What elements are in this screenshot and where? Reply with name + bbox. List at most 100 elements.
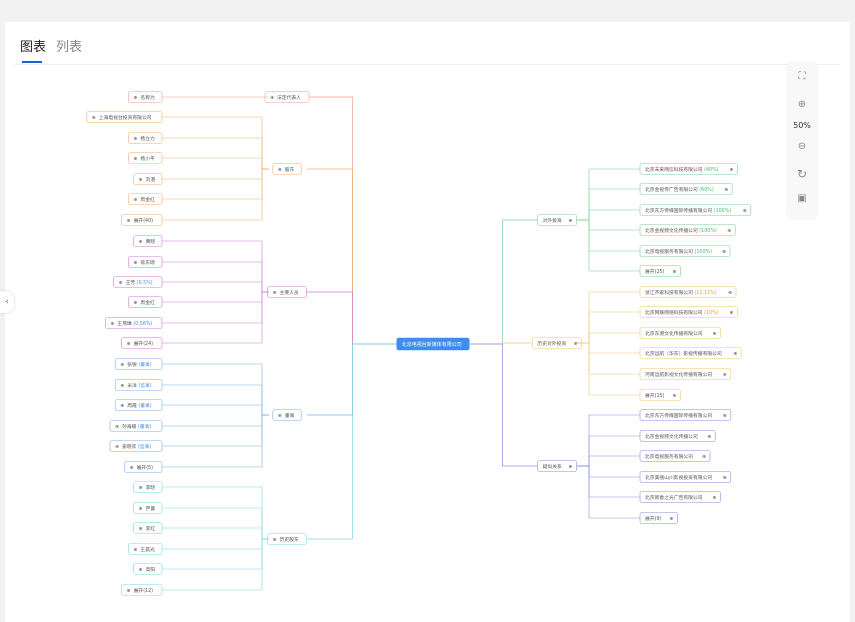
right-leaf-node[interactable]: 北京金视频文化传播公司 (100%)⊕ bbox=[639, 224, 736, 236]
left-leaf-node[interactable]: ⊕展开(40) bbox=[121, 214, 163, 226]
root-company-node[interactable]: 北京电视台新媒体有限公司 bbox=[396, 337, 470, 351]
expand-icon[interactable]: ⊕ bbox=[133, 301, 137, 306]
left-leaf-node[interactable]: ⊕李红 bbox=[133, 522, 163, 534]
expand-icon[interactable]: ⊕ bbox=[712, 332, 716, 337]
expand-icon[interactable]: ⊕ bbox=[278, 414, 282, 419]
right-leaf-node[interactable]: 展开(9)⊕ bbox=[639, 512, 678, 524]
left-leaf-node[interactable]: ⊕杨立力 bbox=[128, 132, 163, 144]
expand-icon[interactable]: ⊕ bbox=[133, 157, 137, 162]
expand-icon[interactable]: ⊕ bbox=[119, 281, 123, 286]
expand-icon[interactable]: ⊕ bbox=[133, 96, 137, 101]
expand-icon[interactable]: ⊕ bbox=[669, 517, 673, 522]
left-leaf-node[interactable]: ⊕周金红 bbox=[128, 296, 163, 308]
right-leaf-node[interactable]: 展开(15)⊕ bbox=[639, 389, 681, 401]
expand-icon[interactable]: ⊕ bbox=[115, 425, 119, 430]
zoom-out-icon[interactable]: ⊖ bbox=[797, 141, 807, 152]
expand-icon[interactable]: ⊕ bbox=[723, 373, 727, 378]
right-leaf-node[interactable]: 北京远航（华东）影视传播有限公司⊕ bbox=[639, 347, 742, 359]
expand-icon[interactable]: ⊕ bbox=[139, 507, 143, 512]
expand-icon[interactable]: ⊕ bbox=[130, 466, 134, 471]
expand-icon[interactable]: ⊕ bbox=[127, 342, 131, 347]
left-leaf-node[interactable]: ⊕孙海楠 (董事) bbox=[109, 420, 163, 432]
left-leaf-node[interactable]: ⊕展开(24) bbox=[121, 337, 163, 349]
expand-icon[interactable]: ⊕ bbox=[120, 384, 124, 389]
expand-icon[interactable]: ⊕ bbox=[133, 137, 137, 142]
left-leaf-node[interactable]: ⊕米洋 (监事) bbox=[114, 379, 163, 391]
left-leaf-node[interactable]: ⊕展开(12) bbox=[121, 584, 163, 596]
right-leaf-node[interactable]: 北京东方传媒国际传播有限公司 (100%)⊕ bbox=[639, 204, 752, 216]
expand-icon[interactable]: ⊕ bbox=[139, 527, 143, 532]
expand-icon[interactable]: ⊕ bbox=[568, 219, 572, 224]
left-leaf-node[interactable]: ⊕高阳 bbox=[133, 563, 163, 575]
expand-icon[interactable]: ⊕ bbox=[92, 116, 96, 121]
right-leaf-node[interactable]: 北京电视服务有限公司 (100%)⊕ bbox=[639, 245, 731, 257]
left-leaf-node[interactable]: ⊕上海电视台投资有限公司 bbox=[86, 111, 163, 123]
left-leaf-node[interactable]: ⊕周霞 (董事) bbox=[114, 399, 163, 411]
expand-icon[interactable]: ⊕ bbox=[568, 465, 572, 470]
left-leaf-node[interactable]: ⊕展开(5) bbox=[124, 461, 163, 473]
expand-icon[interactable]: ⊕ bbox=[127, 589, 131, 594]
right-leaf-node[interactable]: 北京东方传媒国际传播有限公司⊕ bbox=[639, 409, 732, 421]
expand-icon[interactable]: ⊕ bbox=[139, 486, 143, 491]
expand-icon[interactable]: ⊕ bbox=[133, 198, 137, 203]
expand-icon[interactable]: ⊕ bbox=[702, 455, 706, 460]
right-leaf-node[interactable]: 北京未来网信科技有限公司 (40%)⊕ bbox=[639, 163, 738, 175]
right-leaf-node[interactable]: 北京新春之光广告有限公司⊕ bbox=[639, 491, 721, 503]
expand-icon[interactable]: ⊕ bbox=[278, 168, 282, 173]
expand-icon[interactable]: ⊕ bbox=[672, 394, 676, 399]
expand-icon[interactable]: ⊕ bbox=[672, 270, 676, 275]
right-leaf-node[interactable]: 北京美丽山川影视投资有限公司⊕ bbox=[639, 471, 732, 483]
tab-chart[interactable]: 图表 bbox=[20, 40, 47, 55]
right-group-node[interactable]: 历史对外投资⊕ bbox=[532, 337, 582, 349]
right-leaf-node[interactable]: 浙江齐家科技有限公司 (11.11%)⊕ bbox=[639, 286, 737, 298]
expand-icon[interactable]: ⊕ bbox=[728, 291, 732, 296]
left-group-node[interactable]: ⊕历史股东 bbox=[267, 533, 307, 545]
left-leaf-node[interactable]: ⊕杨小平 bbox=[128, 152, 163, 164]
expand-icon[interactable]: ⊕ bbox=[723, 476, 727, 481]
expand-icon[interactable]: ⊕ bbox=[133, 548, 137, 553]
zoom-in-icon[interactable]: ⊕ bbox=[797, 99, 807, 110]
expand-icon[interactable]: ⊕ bbox=[120, 404, 124, 409]
right-leaf-node[interactable]: 北京网联网络科技有限公司 (10%)⊕ bbox=[639, 306, 738, 318]
right-leaf-node[interactable]: 展开(25)⊕ bbox=[639, 265, 681, 277]
expand-icon[interactable]: ⊕ bbox=[120, 363, 124, 368]
expand-icon[interactable]: ⊕ bbox=[139, 240, 143, 245]
expand-icon[interactable]: ⊕ bbox=[574, 342, 578, 347]
right-leaf-node[interactable]: 北京金视传广告有限公司 (60%)⊕ bbox=[639, 183, 733, 195]
expand-icon[interactable]: ⊕ bbox=[127, 219, 131, 224]
expand-icon[interactable]: ⊕ bbox=[743, 209, 747, 214]
expand-icon[interactable]: ⊕ bbox=[273, 538, 277, 543]
left-leaf-node[interactable]: ⊕周金红 bbox=[128, 193, 163, 205]
expand-icon[interactable]: ⊕ bbox=[115, 445, 119, 450]
right-leaf-node[interactable]: 北京东港文化传播有限公司⊕ bbox=[639, 327, 721, 339]
expand-icon[interactable]: ⊕ bbox=[133, 261, 137, 266]
left-leaf-node[interactable]: ⊕姜晓欢 (监事) bbox=[109, 440, 163, 452]
expand-icon[interactable]: ⊕ bbox=[733, 352, 737, 357]
right-leaf-node[interactable]: 北京电视服务有限公司⊕ bbox=[639, 450, 711, 462]
left-leaf-node[interactable]: ⊕王芳 (0.5%) bbox=[113, 276, 163, 288]
expand-icon[interactable]: ⊕ bbox=[729, 168, 733, 173]
left-leaf-node[interactable]: ⊕蒋东硕 bbox=[128, 256, 163, 268]
collapse-panel-button[interactable]: ‹ bbox=[0, 291, 14, 313]
expand-icon[interactable]: ⊕ bbox=[727, 229, 731, 234]
expand-icon[interactable]: ⊕ bbox=[712, 496, 716, 501]
left-group-node[interactable]: ⊕股东 bbox=[272, 163, 302, 175]
left-leaf-node[interactable]: ⊕芦曼 bbox=[133, 502, 163, 514]
expand-icon[interactable]: ⊕ bbox=[722, 250, 726, 255]
left-group-node[interactable]: ⊕董事 bbox=[272, 409, 302, 421]
save-image-icon[interactable]: ▣ bbox=[797, 193, 807, 204]
tab-list[interactable]: 列表 bbox=[56, 40, 83, 55]
expand-icon[interactable]: ⊕ bbox=[724, 188, 728, 193]
right-group-node[interactable]: 疑似关系⊕ bbox=[537, 460, 577, 472]
right-leaf-node[interactable]: 北京金视频文化传播公司⊕ bbox=[639, 430, 716, 442]
expand-icon[interactable]: ⊕ bbox=[270, 96, 274, 101]
expand-icon[interactable]: ⊕ bbox=[729, 311, 733, 316]
fullscreen-icon[interactable]: ⛶ bbox=[798, 71, 806, 82]
expand-icon[interactable]: ⊕ bbox=[110, 322, 114, 327]
left-leaf-node[interactable]: ⊕刘湛 bbox=[133, 173, 163, 185]
expand-icon[interactable]: ⊕ bbox=[273, 291, 277, 296]
expand-icon[interactable]: ⊕ bbox=[139, 568, 143, 573]
left-leaf-node[interactable]: ⊕张锐 (董事) bbox=[114, 358, 163, 370]
right-group-node[interactable]: 对外投资⊕ bbox=[537, 214, 577, 226]
left-group-node[interactable]: ⊕法定代表人 bbox=[264, 91, 310, 103]
